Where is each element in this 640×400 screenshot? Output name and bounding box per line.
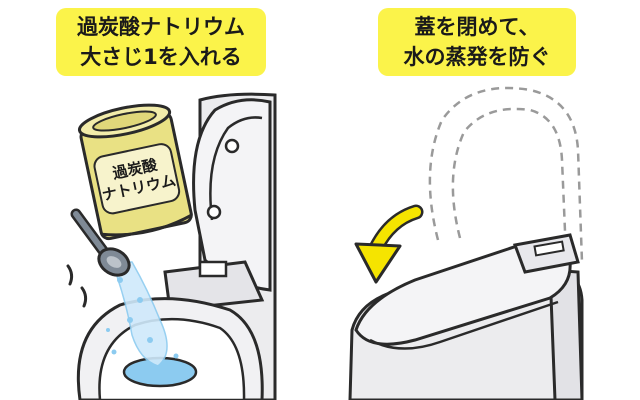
panel-add-sodium-percarbonate: 過炭酸ナトリウム 大さじ1を入れる xyxy=(56,8,277,400)
sodium-percarbonate-can xyxy=(77,103,193,241)
instruction-caption: 蓋を閉めて、 水の蒸発を防ぐ xyxy=(378,8,576,76)
caption-line-2: 大さじ1を入れる xyxy=(80,45,242,69)
caption-line-2: 水の蒸発を防ぐ xyxy=(403,45,551,69)
toilet-open-illustration xyxy=(66,92,277,400)
instruction-caption: 過炭酸ナトリウム 大さじ1を入れる xyxy=(56,8,266,76)
caption-line-1: 過炭酸ナトリウム xyxy=(77,15,245,39)
toilet-closed-illustration xyxy=(348,86,584,400)
powder-stream xyxy=(106,261,179,367)
lid-previous-position xyxy=(428,86,584,263)
measuring-spoon xyxy=(70,208,131,277)
close-lid-arrow-icon xyxy=(354,204,424,284)
panel-close-lid: 蓋を閉めて、 水の蒸発を防ぐ xyxy=(320,0,640,400)
caption-line-1: 蓋を閉めて、 xyxy=(414,15,540,39)
